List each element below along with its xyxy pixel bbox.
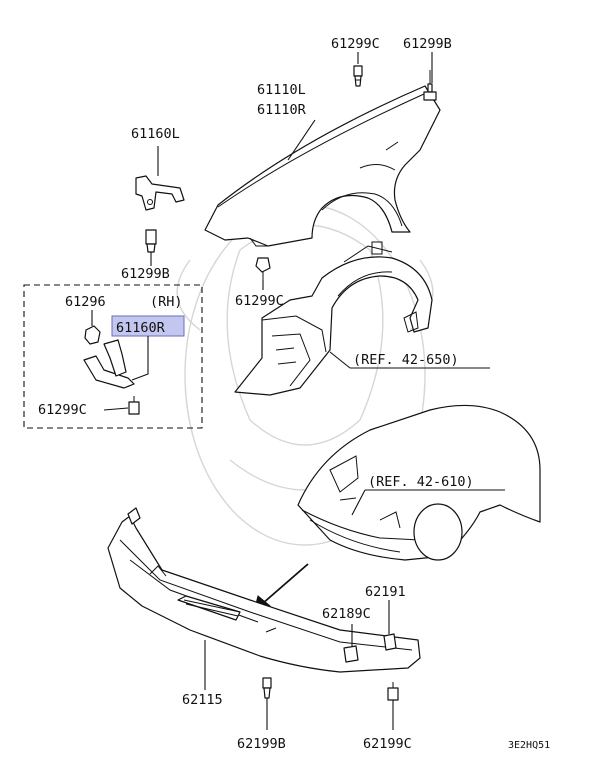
label-62189c: 62189C — [322, 606, 371, 622]
inner-fender-ref-42-650[interactable] — [234, 241, 433, 396]
label-62199c: 62199C — [363, 736, 412, 752]
bracket-61160l[interactable] — [135, 175, 185, 211]
bolt-61299b-top[interactable] — [423, 70, 437, 101]
label-61299c-mid: 61299C — [235, 293, 284, 309]
label-61299c-top: 61299C — [331, 36, 380, 52]
leader-61160r — [131, 336, 149, 381]
leader-61110 — [287, 119, 316, 161]
bolt-61299c-mid[interactable] — [255, 257, 271, 280]
clip-62191[interactable] — [383, 633, 397, 651]
clip-62189c[interactable] — [343, 645, 359, 663]
bolt-62199b[interactable] — [262, 677, 272, 699]
label-61296: 61296 — [65, 294, 106, 310]
label-61299c-box: 61299C — [38, 402, 87, 418]
label-62199b: 62199B — [237, 736, 286, 752]
label-ref-42-650[interactable]: (REF. 42-650) — [353, 352, 459, 368]
bolt-61299b-left[interactable] — [145, 229, 157, 253]
leader-61299c-box — [103, 407, 129, 411]
leader-ref-42-610 — [351, 489, 366, 516]
bolt-62199c[interactable] — [387, 682, 399, 701]
fender-61110[interactable] — [204, 85, 441, 247]
label-61160l: 61160L — [131, 126, 180, 142]
bolt-61299c-top[interactable] — [353, 65, 363, 87]
label-ref-42-610[interactable]: (REF. 42-610) — [368, 474, 474, 490]
leader-ref-42-650 — [329, 351, 351, 369]
front-body-ref-42-610[interactable] — [297, 404, 541, 561]
bracket-61160r[interactable] — [83, 339, 135, 389]
label-62191: 62191 — [365, 584, 406, 600]
bolt-61299c-box[interactable] — [128, 396, 140, 415]
nut-61296[interactable] — [84, 325, 101, 345]
spoiler-62115[interactable] — [107, 507, 421, 673]
rh-detail-box — [23, 284, 203, 429]
diagram-code: 3E2HQ51 — [508, 740, 550, 751]
label-61160r[interactable]: 61160R — [116, 320, 166, 336]
label-rh: (RH) — [150, 294, 183, 310]
label-61110l: 61110L — [257, 82, 306, 98]
label-61110r: 61110R — [257, 102, 307, 118]
label-62115: 62115 — [182, 692, 223, 708]
label-61299b-top: 61299B — [403, 36, 452, 52]
label-61299b-left: 61299B — [121, 266, 170, 282]
